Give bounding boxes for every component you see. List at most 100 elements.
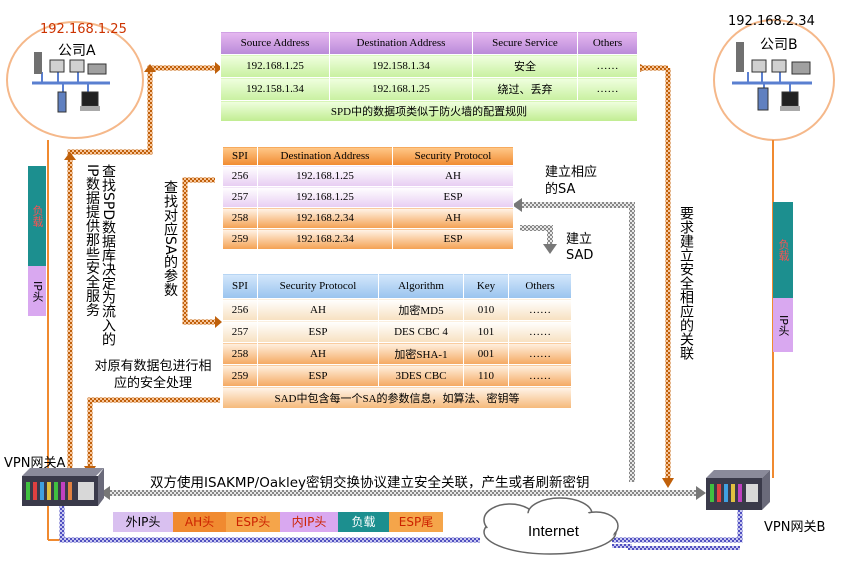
sad-cell: …… bbox=[508, 320, 572, 343]
sad-col-protocol: Security Protocol bbox=[257, 273, 379, 299]
packet-payload: 负载 bbox=[338, 512, 389, 532]
isakmp-label: 双方使用ISAKMP/Oakley密钥交换协议建立安全关联，产生或者刷新密钥 bbox=[150, 475, 590, 491]
left-iphdr-pill: IP头 bbox=[28, 266, 46, 316]
sad-cell: 加密SHA-1 bbox=[378, 342, 464, 365]
company-a-name: 公司A bbox=[58, 43, 96, 59]
sad-cell: …… bbox=[508, 298, 572, 321]
sa-cell: 192.168.2.34 bbox=[257, 228, 393, 250]
sad-cell: 001 bbox=[463, 342, 509, 365]
sa-col-spi: SPI bbox=[222, 146, 258, 166]
require-sa-label: 要求建立安全相应的关联 bbox=[678, 206, 694, 360]
sad-cell: AH bbox=[257, 342, 379, 365]
computer-icons-a bbox=[34, 52, 107, 113]
company-b-ip: 192.168.2.34 bbox=[728, 14, 815, 29]
sad-col-key: Key bbox=[463, 273, 509, 299]
spd-cell: 192.168.1.25 bbox=[220, 54, 330, 78]
sad-table: SPI Security Protocol Algorithm Key Othe… bbox=[222, 273, 572, 409]
spd-col-source: Source Address bbox=[220, 31, 330, 55]
sa-cell: 259 bbox=[222, 228, 258, 250]
table-row: 259 ESP 3DES CBC 110 …… bbox=[222, 364, 572, 387]
left-payload-pill: 负载 bbox=[28, 166, 46, 266]
packet-outer-ip: 外IP头 bbox=[113, 512, 173, 532]
company-b-name: 公司B bbox=[760, 37, 798, 53]
spd-cell: 192.158.1.34 bbox=[329, 54, 473, 78]
sa-col-protocol: Security Protocol bbox=[392, 146, 514, 166]
sad-header-row: SPI Security Protocol Algorithm Key Othe… bbox=[222, 273, 572, 299]
spd-cell: 192.158.1.34 bbox=[220, 77, 330, 101]
sad-cell: 259 bbox=[222, 364, 258, 387]
packet-ah: AH头 bbox=[173, 512, 226, 532]
spd-table: Source Address Destination Address Secur… bbox=[220, 31, 638, 122]
company-a-ring bbox=[6, 21, 144, 139]
table-row: 256 192.168.1.25 AH bbox=[222, 165, 514, 187]
query-sa-label: 查找对应SA的参数 bbox=[162, 180, 178, 297]
sa-cell: ESP bbox=[392, 228, 514, 250]
right-iphdr-pill: IP头 bbox=[773, 298, 793, 352]
spd-cell: …… bbox=[577, 77, 638, 101]
sa-cell: 258 bbox=[222, 207, 258, 229]
query-spd-label: 查找SPD数据库决定为流入的IP数据提供那些安全服务 bbox=[84, 164, 116, 347]
sad-cell: AH bbox=[257, 298, 379, 321]
sa-cell: 192.168.2.34 bbox=[257, 207, 393, 229]
sa-table: SPI Destination Address Security Protoco… bbox=[222, 146, 514, 250]
table-row: 259 192.168.2.34 ESP bbox=[222, 228, 514, 250]
table-row: 256 AH 加密MD5 010 …… bbox=[222, 298, 572, 321]
spd-col-destination: Destination Address bbox=[329, 31, 473, 55]
sa-cell: 257 bbox=[222, 186, 258, 208]
sad-col-spi: SPI bbox=[222, 273, 258, 299]
table-row: 258 192.168.2.34 AH bbox=[222, 207, 514, 229]
spd-header-row: Source Address Destination Address Secur… bbox=[220, 31, 638, 55]
sa-col-destination: Destination Address bbox=[257, 146, 393, 166]
spd-cell: 192.168.1.25 bbox=[329, 77, 473, 101]
build-sad-text: 建立SAD bbox=[566, 232, 594, 263]
sa-cell: 192.168.1.25 bbox=[257, 186, 393, 208]
table-row: 192.158.1.34 192.168.1.25 绕过、丢弃 …… bbox=[220, 77, 638, 101]
internet-cloud bbox=[483, 497, 619, 555]
table-row: 258 AH 加密SHA-1 001 …… bbox=[222, 342, 572, 365]
sad-cell: 加密MD5 bbox=[378, 298, 464, 321]
spd-cell: 绕过、丢弃 bbox=[472, 77, 578, 101]
sad-cell: 010 bbox=[463, 298, 509, 321]
packet-esp-head: ESP头 bbox=[226, 512, 280, 532]
sad-cell: DES CBC 4 bbox=[378, 320, 464, 343]
right-payload-pill: 负载 bbox=[773, 202, 793, 298]
process-packet-label: 对原有数据包进行相应的安全处理 bbox=[94, 359, 212, 391]
sa-header-row: SPI Destination Address Security Protoco… bbox=[222, 146, 514, 166]
spd-cell: …… bbox=[577, 54, 638, 78]
sad-cell: 257 bbox=[222, 320, 258, 343]
sad-cell: 258 bbox=[222, 342, 258, 365]
sa-cell: ESP bbox=[392, 186, 514, 208]
build-sa-label: 建立相应的SA bbox=[545, 165, 598, 197]
spd-caption: SPD中的数据项类似于防火墙的配置规则 bbox=[220, 100, 638, 122]
sad-cell: ESP bbox=[257, 364, 379, 387]
table-row: 257 ESP DES CBC 4 101 …… bbox=[222, 320, 572, 343]
sad-cell: 3DES CBC bbox=[378, 364, 464, 387]
spd-col-others: Others bbox=[577, 31, 638, 55]
sa-cell: 192.168.1.25 bbox=[257, 165, 393, 187]
sad-col-others: Others bbox=[508, 273, 572, 299]
sad-cell: 110 bbox=[463, 364, 509, 387]
sa-cell: AH bbox=[392, 165, 514, 187]
sad-cell: ESP bbox=[257, 320, 379, 343]
packet-inner-ip: 内IP头 bbox=[280, 512, 338, 532]
sad-caption: SAD中包含每一个SA的参数信息，如算法、密钥等 bbox=[222, 386, 572, 409]
sa-cell: AH bbox=[392, 207, 514, 229]
table-row: 257 192.168.1.25 ESP bbox=[222, 186, 514, 208]
spd-col-service: Secure Service bbox=[472, 31, 578, 55]
sad-cell: 101 bbox=[463, 320, 509, 343]
table-row: 192.168.1.25 192.158.1.34 安全 …… bbox=[220, 54, 638, 78]
sad-cell: …… bbox=[508, 342, 572, 365]
packet-esp-tail: ESP尾 bbox=[389, 512, 443, 532]
gateway-a-device bbox=[22, 468, 104, 506]
sad-cell: 256 bbox=[222, 298, 258, 321]
gateway-a-label: VPN网关A bbox=[4, 456, 66, 471]
company-a-ip: 192.168.1.25 bbox=[40, 22, 127, 37]
sa-cell: 256 bbox=[222, 165, 258, 187]
computer-icons-b bbox=[736, 42, 811, 111]
gateway-b-label: VPN网关B bbox=[764, 520, 826, 535]
sad-cell: …… bbox=[508, 364, 572, 387]
gateway-b-device bbox=[706, 470, 770, 510]
sad-col-algorithm: Algorithm bbox=[378, 273, 464, 299]
internet-label: Internet bbox=[528, 523, 579, 540]
